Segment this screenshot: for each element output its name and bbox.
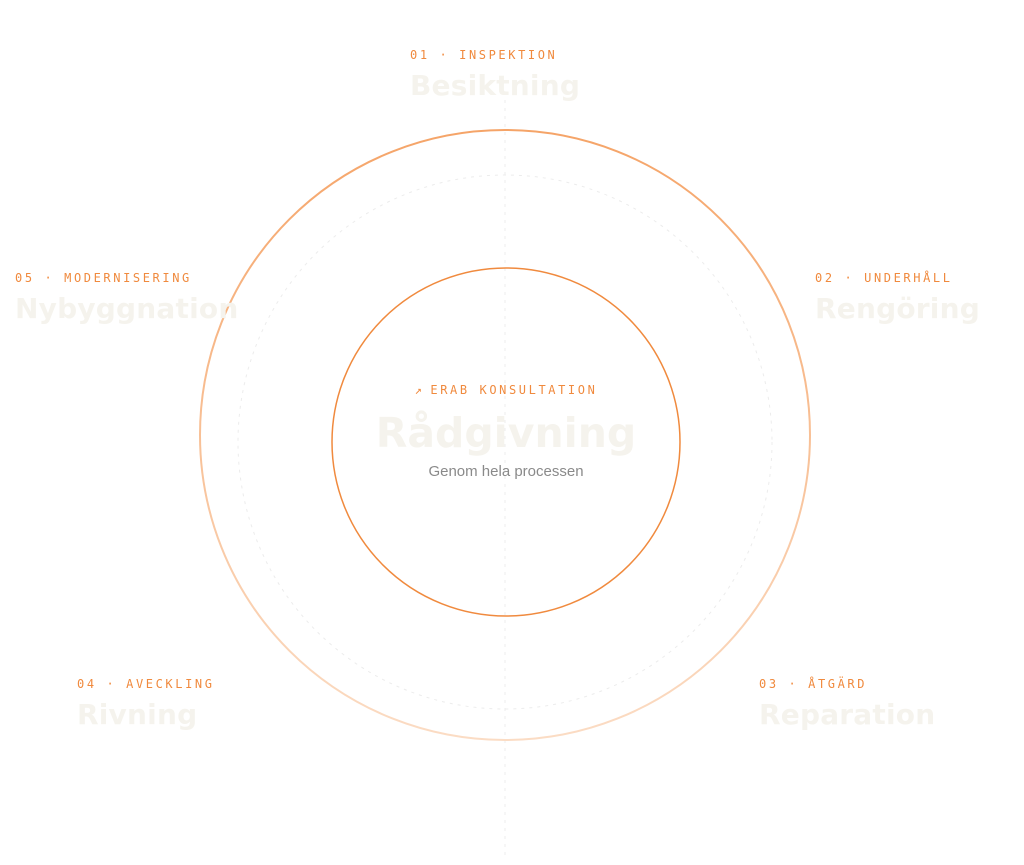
step-title: Reparation	[759, 698, 936, 731]
step-avveckling: 04 · AVECKLING Rivning	[77, 676, 215, 732]
step-eyebrow: 03 · ÅTGÄRD	[759, 677, 868, 691]
step-eyebrow: 02 · UNDERHÅLL	[815, 271, 953, 285]
step-atgard: 03 · ÅTGÄRD Reparation	[759, 676, 935, 732]
center-subtitle: Genom hela processen	[428, 463, 584, 480]
step-title: Rengöring	[815, 292, 980, 325]
center-eyebrow: ↗ ERAB KONSULTATION	[332, 380, 680, 400]
step-title: Rivning	[77, 698, 198, 731]
outer-ring	[199, 129, 811, 741]
step-title: Nybyggnation	[15, 292, 239, 325]
step-modernisering: 05 · MODERNISERING Nybyggnation	[15, 270, 238, 326]
step-eyebrow: 05 · MODERNISERING	[15, 271, 192, 285]
arrow-up-right-icon: ↗	[414, 383, 425, 397]
dashed-guide-ring	[237, 174, 773, 710]
center-title: Rådgivning	[375, 409, 637, 457]
step-underhall: 02 · UNDERHÅLL Rengöring	[815, 270, 980, 326]
step-title: Besiktning	[410, 69, 581, 102]
center-eyebrow-label: ERAB KONSULTATION	[430, 383, 598, 397]
step-eyebrow: 01 · INSPEKTION	[410, 48, 558, 62]
inner-ring	[331, 267, 681, 617]
step-inspektion: 01 · INSPEKTION Besiktning	[410, 47, 580, 103]
step-eyebrow: 04 · AVECKLING	[77, 677, 215, 691]
center-hub: ↗ ERAB KONSULTATION Rådgivning Genom hela…	[332, 380, 680, 482]
